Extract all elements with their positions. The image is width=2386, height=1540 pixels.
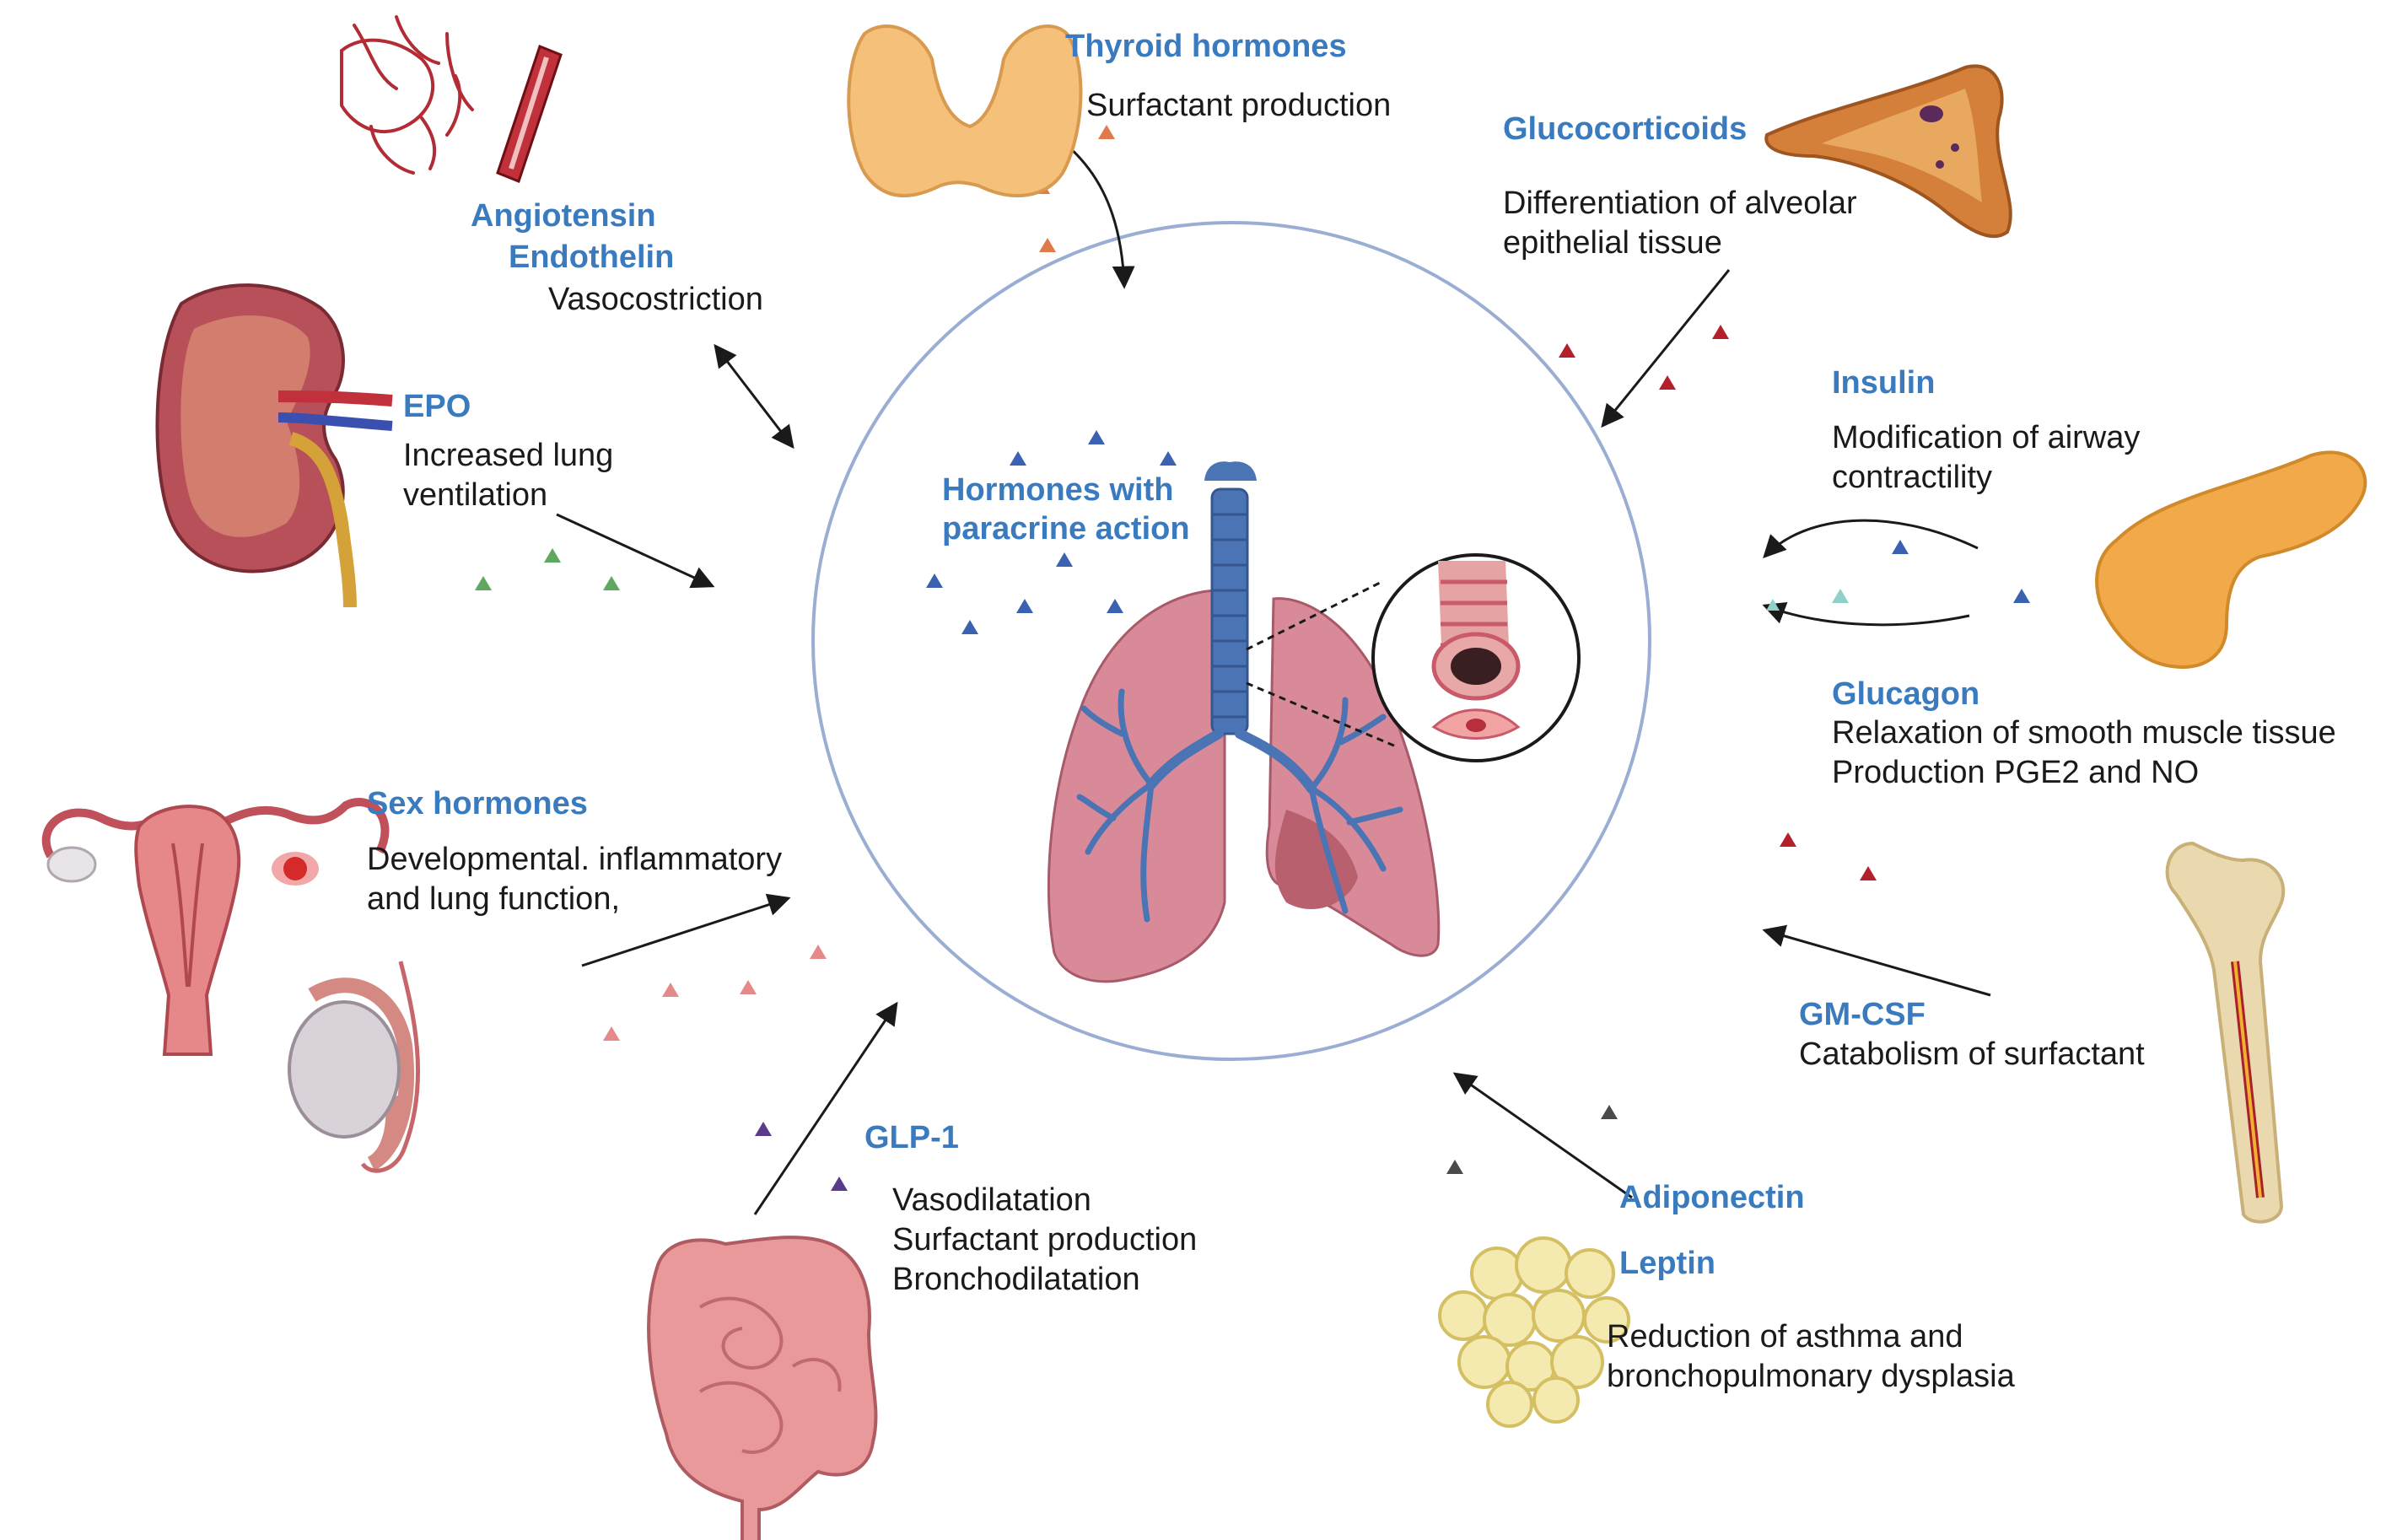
adiponectin-effects: Reduction of asthma and bronchopulmonary… bbox=[1607, 1317, 2015, 1397]
artery-icon bbox=[496, 45, 563, 183]
glp1-effect-3: Bronchodilatation bbox=[892, 1262, 1140, 1297]
epo-effect-1: Increased lung bbox=[403, 438, 614, 473]
angiotensin-arrow bbox=[714, 343, 794, 450]
gmcsf-effects: Catabolism of surfactant bbox=[1799, 1035, 2145, 1074]
epo-effect-2: ventilation bbox=[403, 477, 548, 513]
glucagon-effect-1: Relaxation of smooth muscle tissue bbox=[1832, 715, 2336, 751]
gmcsf-arrow bbox=[1762, 924, 1991, 997]
gmcsf-effect: Catabolism of surfactant bbox=[1799, 1037, 2145, 1072]
adiponectin-title: Adiponectin bbox=[1619, 1180, 1805, 1215]
angiotensin-effects: Vasocostriction bbox=[548, 280, 763, 320]
thyroid-effects: Surfactant production bbox=[1086, 86, 1391, 126]
uterus-icon bbox=[41, 798, 390, 1056]
heart-vessels-icon bbox=[340, 15, 474, 175]
sex-hormones-effect-1: Developmental. inflammatory bbox=[367, 842, 783, 877]
intestine-icon bbox=[647, 1236, 878, 1540]
angiotensin-effect: Vasocostriction bbox=[548, 282, 763, 317]
adiponectin-arrow bbox=[1452, 1072, 1633, 1199]
glucagon-arrow bbox=[1762, 601, 1970, 627]
insulin-arrow bbox=[1763, 519, 1979, 558]
glucocorticoids-title: Glucocorticoids bbox=[1503, 111, 1748, 147]
lungs-icon bbox=[1047, 461, 1441, 983]
center-label-line1: Hormones with bbox=[942, 472, 1174, 508]
glucagon-title: Glucagon bbox=[1832, 676, 1980, 712]
endothelin-title: Endothelin bbox=[509, 240, 675, 275]
leptin-title: Leptin bbox=[1619, 1246, 1715, 1281]
glp1-effects: Vasodilatation Surfactant production Bro… bbox=[892, 1181, 1197, 1300]
glucocorticoids-effect-2: epithelial tissue bbox=[1503, 225, 1722, 261]
adiponectin-effect-1: Reduction of asthma and bbox=[1607, 1319, 1963, 1354]
sex-hormones-title: Sex hormones bbox=[367, 786, 588, 821]
center-label: Hormones with paracrine action bbox=[942, 471, 1190, 548]
glucagon-effects: Relaxation of smooth muscle tissue Produ… bbox=[1832, 713, 2336, 793]
thyroid-gland-icon bbox=[847, 24, 1083, 197]
sex-hormones-arrow bbox=[581, 893, 791, 967]
glucocorticoids-effects: Differentiation of alveolar epithelial t… bbox=[1503, 184, 1857, 263]
thyroid-title: Thyroid hormones bbox=[1065, 29, 1347, 64]
insulin-effect-1: Modification of airway bbox=[1832, 420, 2141, 455]
hormone-triangles bbox=[475, 125, 2030, 1191]
insulin-effect-2: contractility bbox=[1832, 460, 1993, 495]
bronchiole-magnifier-icon bbox=[1246, 553, 1581, 762]
insulin-effects: Modification of airway contractility bbox=[1832, 418, 2140, 498]
kidney-icon bbox=[155, 283, 393, 608]
adipose-cells-icon bbox=[1438, 1236, 1630, 1428]
glucagon-effect-2: Production PGE2 and NO bbox=[1832, 755, 2200, 790]
glp1-effect-1: Vasodilatation bbox=[892, 1182, 1091, 1218]
pancreas-icon bbox=[2095, 450, 2367, 669]
insulin-title: Insulin bbox=[1832, 365, 1936, 401]
glp1-arrow bbox=[753, 1001, 898, 1215]
central-circle bbox=[811, 221, 1651, 1061]
femur-bone-icon bbox=[2165, 841, 2286, 1224]
epo-title: EPO bbox=[403, 389, 471, 424]
adiponectin-effect-2: bronchopulmonary dysplasia bbox=[1607, 1359, 2015, 1394]
adrenal-gland-icon bbox=[1764, 64, 2012, 239]
epo-effects: Increased lung ventilation bbox=[403, 436, 613, 515]
glucocorticoid-arrow bbox=[1601, 269, 1731, 428]
thyroid-effect: Surfactant production bbox=[1086, 88, 1392, 123]
sex-hormones-effect-2: and lung function, bbox=[367, 881, 621, 917]
glp1-title: GLP-1 bbox=[864, 1120, 959, 1155]
sex-hormones-effects: Developmental. inflammatory and lung fun… bbox=[367, 840, 782, 919]
glp1-effect-2: Surfactant production bbox=[892, 1222, 1198, 1257]
testis-icon bbox=[288, 961, 421, 1173]
glucocorticoids-effect-1: Differentiation of alveolar bbox=[1503, 186, 1857, 221]
arrows bbox=[556, 125, 1991, 1215]
center-label-line2: paracrine action bbox=[942, 511, 1190, 547]
epo-arrow bbox=[556, 513, 715, 589]
gmcsf-title: GM-CSF bbox=[1799, 997, 1925, 1032]
angiotensin-title: Angiotensin bbox=[471, 198, 656, 234]
